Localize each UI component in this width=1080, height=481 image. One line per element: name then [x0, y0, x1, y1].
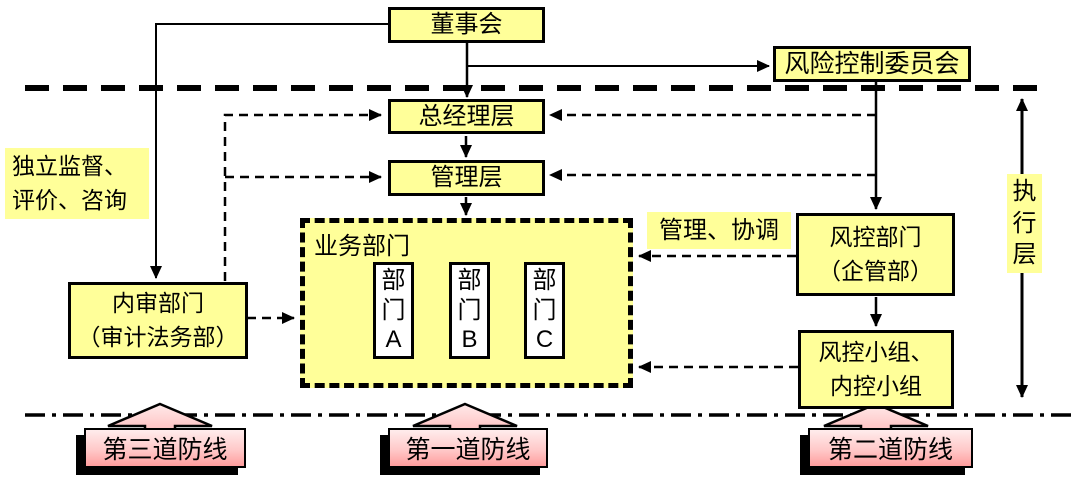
label-execution-layer-text: 执行层 — [1012, 177, 1037, 269]
node-general-manager-label: 总经理层 — [418, 102, 515, 130]
node-board-label: 董事会 — [430, 11, 503, 39]
node-dept-b-label: 部门B — [457, 267, 482, 354]
node-risk-group: 风控小组、 内控小组 — [798, 330, 954, 409]
label-independent-line2: 评价、咨询 — [12, 186, 127, 213]
defense-line-third-label: 第三道防线 — [102, 436, 228, 464]
node-board: 董事会 — [388, 7, 545, 43]
label-execution-layer: 执行层 — [1007, 174, 1042, 273]
label-independent-supervision: 独立监督、 评价、咨询 — [5, 148, 149, 219]
node-dept-c: 部门C — [524, 262, 565, 359]
node-general-manager: 总经理层 — [388, 99, 545, 134]
defense-line-third: 第三道防线 — [84, 428, 246, 468]
node-management-label: 管理层 — [430, 164, 503, 192]
label-coordination-text: 管理、协调 — [659, 216, 779, 244]
dashed-audit-to-gm — [223, 109, 382, 281]
node-risk-dept: 风控部门 （企管部） — [796, 213, 955, 296]
label-independent-line1: 独立监督、 — [12, 153, 127, 180]
label-coordination: 管理、协调 — [647, 212, 791, 249]
node-risk-group-line1: 风控小组、 — [818, 339, 934, 366]
node-business-departments-label: 业务部门 — [314, 233, 410, 260]
node-risk-committee-label: 风险控制委员会 — [784, 49, 960, 78]
arrow-board-to-audit — [150, 23, 388, 279]
node-dept-b: 部门B — [449, 262, 490, 359]
defense-line-second: 第二道防线 — [808, 428, 973, 468]
node-risk-dept-line2: （企管部） — [818, 257, 933, 284]
node-dept-a-label: 部门A — [381, 267, 406, 354]
defense-line-first-label: 第一道防线 — [405, 436, 531, 464]
defense-line-first: 第一道防线 — [388, 428, 548, 468]
node-management: 管理层 — [388, 160, 545, 196]
node-risk-group-line2: 内控小组 — [830, 372, 922, 399]
node-risk-committee: 风险控制委员会 — [773, 46, 971, 82]
node-internal-audit: 内审部门 （审计法务部） — [68, 282, 248, 359]
node-risk-dept-line1: 风控部门 — [829, 224, 922, 251]
node-dept-a: 部门A — [373, 262, 414, 359]
node-internal-audit-line2: （审计法务部） — [77, 323, 239, 350]
node-internal-audit-line1: 内审部门 — [112, 290, 204, 317]
node-dept-c-label: 部门C — [532, 267, 557, 354]
defense-line-second-label: 第二道防线 — [827, 436, 953, 464]
